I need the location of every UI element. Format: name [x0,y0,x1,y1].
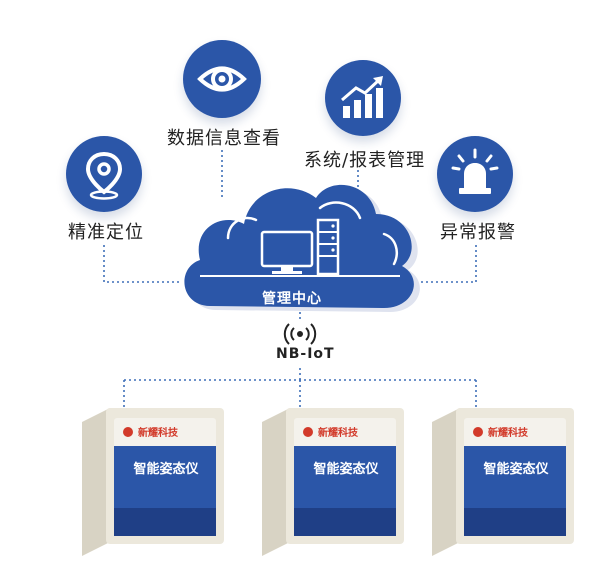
sensor-device-3: 新耀科技 智能姿态仪 [420,398,600,568]
management-cloud [184,184,420,312]
server-icon [316,218,340,276]
monitor-icon [260,230,314,274]
alarm-icon-circle [437,136,513,212]
feature-label-alarm: 异常报警 [440,222,516,243]
device-name: 智能姿态仪 [313,462,379,477]
location-pin-icon [85,151,123,200]
connector-alarm [412,245,477,283]
device-brand: 新耀科技 [488,428,528,439]
cloud-shape [184,184,414,308]
eye-icon [197,66,247,92]
device-brand: 新耀科技 [318,428,358,439]
wireless-signal-icon [283,323,317,345]
connector-location [103,245,182,283]
feature-label-location: 精准定位 [68,222,144,243]
feature-label-data-view: 数据信息查看 [167,128,281,149]
report-icon-circle [325,60,401,136]
siren-icon [451,148,499,194]
data-view-icon-circle [183,40,261,118]
device-name: 智能姿态仪 [483,462,549,477]
network-label: NB-IoT [276,346,335,362]
bar-chart-up-icon [341,76,383,118]
sensor-device-1: 新耀科技 智能姿态仪 [70,398,250,568]
feature-label-report: 系统/报表管理 [304,150,426,171]
device-name: 智能姿态仪 [133,462,199,477]
sensor-device-2: 新耀科技 智能姿态仪 [250,398,430,568]
device-brand: 新耀科技 [138,428,178,439]
cloud-label: 管理中心 [262,291,322,307]
location-icon-circle [66,136,142,212]
